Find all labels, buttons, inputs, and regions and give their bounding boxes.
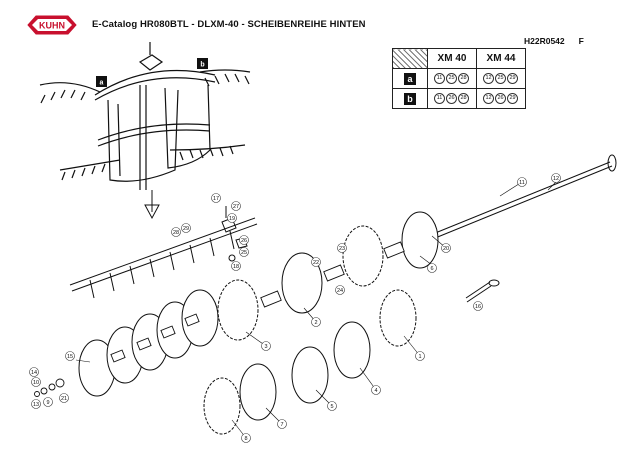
svg-text:13: 13 [33, 402, 39, 408]
svg-text:5: 5 [330, 404, 333, 410]
drawing-number: H22R0542 [524, 36, 565, 46]
svg-text:19: 19 [229, 216, 235, 222]
part-ref: 26 [495, 93, 506, 104]
part-ref: 11 [434, 93, 445, 104]
svg-text:12: 12 [553, 176, 559, 182]
svg-text:8: 8 [244, 436, 247, 442]
part-callout-27: 27 [231, 201, 241, 211]
svg-text:3: 3 [264, 344, 267, 350]
svg-text:27: 27 [233, 204, 239, 210]
svg-text:17: 17 [213, 196, 219, 202]
page-header: KUHN E-Catalog HR080BTL - DLXM-40 - SCHE… [0, 0, 640, 46]
svg-text:11: 11 [519, 180, 525, 186]
hatched-cell [392, 48, 428, 69]
part-callout-14: 14 [29, 367, 39, 377]
part-callout-25: 25 [239, 247, 249, 257]
row-key-b: b [404, 92, 416, 105]
part-callout-9: 9 [43, 397, 53, 407]
part-callout-11: 11 [517, 177, 527, 187]
part-ref: 12 [483, 93, 494, 104]
part-callout-2: 2 [311, 317, 321, 327]
callout-a: a [96, 76, 107, 87]
svg-text:29: 29 [183, 226, 189, 232]
svg-text:14: 14 [31, 370, 37, 376]
part-ref: 25 [495, 73, 506, 84]
svg-text:15: 15 [67, 354, 73, 360]
scraper-wrench [465, 279, 500, 303]
part-callout-7: 7 [277, 419, 287, 429]
gang-axle [417, 154, 617, 246]
svg-text:2: 2 [314, 320, 317, 326]
part-ref: 26 [446, 93, 457, 104]
svg-text:6: 6 [430, 266, 433, 272]
part-ref: 28 [458, 93, 469, 104]
svg-text:28: 28 [173, 230, 179, 236]
scraper-bar [69, 217, 258, 299]
part-callout-10: 10 [31, 377, 41, 387]
part-callout-22: 22 [311, 257, 321, 267]
part-callout-17: 17 [211, 193, 221, 203]
svg-text:23: 23 [339, 246, 345, 252]
part-callout-26: 26 [239, 235, 249, 245]
sheet-letter: F [578, 36, 584, 46]
part-callout-24: 24 [335, 285, 345, 295]
part-callout-29: 29 [181, 223, 191, 233]
kuhn-logo: KUHN [27, 15, 77, 35]
part-callout-21: 21 [59, 393, 69, 403]
part-callout-8: 8 [241, 433, 251, 443]
part-callout-20: 20 [441, 243, 451, 253]
row-key-a: a [404, 72, 416, 85]
svg-text:9: 9 [46, 400, 49, 406]
part-callout-4: 4 [371, 385, 381, 395]
catalog-title: E-Catalog HR080BTL - DLXM-40 - SCHEIBENR… [92, 19, 366, 30]
svg-text:24: 24 [337, 288, 343, 294]
part-callout-16: 16 [473, 301, 483, 311]
logo-text: KUHN [39, 21, 65, 31]
part-ref: 11 [434, 73, 445, 84]
svg-text:10: 10 [33, 380, 39, 386]
callout-b: b [197, 58, 208, 69]
disc-blades [78, 211, 439, 435]
part-callout-5: 5 [327, 401, 337, 411]
part-callout-23: 23 [337, 243, 347, 253]
part-labels: 1 2 3 4 5 6 7 8 9 10 11 12 13 14 15 16 1… [29, 173, 561, 443]
svg-text:26: 26 [241, 238, 247, 244]
part-callout-18: 18 [231, 261, 241, 271]
svg-text:a: a [100, 80, 104, 87]
svg-text:b: b [200, 62, 204, 69]
svg-text:18: 18 [233, 264, 239, 270]
part-callout-6: 6 [427, 263, 437, 273]
part-callout-13: 13 [31, 399, 41, 409]
svg-text:21: 21 [61, 396, 67, 402]
part-ref: 28 [458, 73, 469, 84]
part-callout-3: 3 [261, 341, 271, 351]
drawing-id: H22R0542 F [524, 36, 584, 46]
svg-text:20: 20 [443, 246, 449, 252]
part-callout-12: 12 [551, 173, 561, 183]
svg-text:22: 22 [313, 260, 319, 266]
svg-text:25: 25 [241, 250, 247, 256]
svg-text:4: 4 [374, 388, 377, 394]
part-callout-28: 28 [171, 227, 181, 237]
spool-spacers [34, 241, 405, 397]
part-callout-1: 1 [415, 351, 425, 361]
part-callout-19: 19 [227, 213, 237, 223]
part-ref: 29 [507, 73, 518, 84]
svg-text:16: 16 [475, 304, 481, 310]
part-callout-15: 15 [65, 351, 75, 361]
svg-text:7: 7 [280, 422, 283, 428]
frame-overview [39, 42, 251, 220]
svg-text:1: 1 [418, 354, 421, 360]
part-ref: 12 [483, 73, 494, 84]
part-ref: 29 [507, 93, 518, 104]
part-ref: 25 [446, 73, 457, 84]
